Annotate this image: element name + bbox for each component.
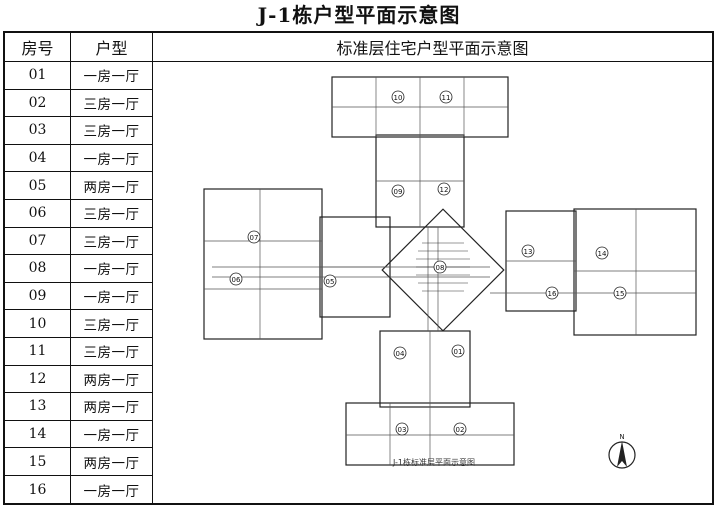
room-number-cell: 10 [5,310,70,338]
room-number-cell: 15 [5,448,70,476]
room-number-cell: 01 [5,62,70,90]
unit-number-label: 14 [598,250,607,258]
unit-number-label: 06 [232,276,241,284]
plan-caption: J-1栋标准层平面示意图 [392,457,475,467]
room-number-cell: 07 [5,228,70,256]
room-number-cell: 05 [5,172,70,200]
unit-marker [545,286,559,300]
unit-marker [521,244,535,258]
unit-labels: 10 11 09 12 07 06 05 13 14 16 15 04 01 03 02 08 [229,90,627,436]
unit-type-cell: 一房一厅 [71,421,152,449]
stair-core [416,242,470,292]
unit-number-label: 07 [250,234,259,242]
floor-plan-header: 标准层住宅户型平面示意图 [153,33,712,62]
unit-type-cell: 两房一厅 [71,393,152,421]
unit-type-cell: 三房一厅 [71,228,152,256]
unit-type-cell: 三房一厅 [71,200,152,228]
unit-type-cell: 三房一厅 [71,310,152,338]
unit-marker [323,274,337,288]
unit-marker [453,422,467,436]
unit-number-label: 05 [326,278,335,286]
unit-marker [229,272,243,286]
room-number-cell: 06 [5,200,70,228]
unit-number-label: 01 [454,348,463,356]
page-title: J-1栋户型平面示意图 [257,3,461,27]
unit-number-label: 11 [442,94,451,102]
unit-number-label: 15 [616,290,625,298]
unit-type-cell: 一房一厅 [71,62,152,90]
unit-type-cell: 两房一厅 [71,448,152,476]
unit-marker [613,286,627,300]
unit-number-label: 09 [394,188,403,196]
floor-plan-svg: 10 11 09 12 07 06 05 13 14 16 15 04 01 03 02 08 J-1栋标准层… [203,76,697,469]
unit-number-label: 04 [396,350,405,358]
unit-type-cell: 三房一厅 [71,117,152,145]
unit-marker [391,184,405,198]
floor-plan-drawing: 10 11 09 12 07 06 05 13 14 16 15 04 01 03 02 08 J-1栋标准层… [150,31,707,472]
unit-marker [247,230,261,244]
unit-type-cell: 一房一厅 [71,255,152,283]
unit-number-label: 12 [440,186,449,194]
unit-type-cell: 三房一厅 [71,338,152,366]
unit-type-cell: 三房一厅 [71,90,152,118]
unit-number-label: 08 [436,264,445,272]
room-number-cell: 13 [5,393,70,421]
room-number-cell: 08 [5,255,70,283]
north-arrow-label: N [619,433,624,441]
unit-number-label: 16 [548,290,557,298]
room-number-header: 房号 [5,33,70,62]
room-number-cell: 03 [5,117,70,145]
unit-marker [595,246,609,260]
unit-marker [451,344,465,358]
unit-marker [391,90,405,104]
unit-type-cell: 一房一厅 [71,283,152,311]
room-number-cell: 11 [5,338,70,366]
unit-marker [393,346,407,360]
room-number-cell: 04 [5,145,70,173]
unit-number-label: 10 [394,94,403,102]
unit-marker [439,90,453,104]
unit-type-header: 户型 [71,33,152,62]
unit-number-label: 13 [524,248,533,256]
unit-number-label: 03 [398,426,407,434]
unit-type-column: 户型 一房一厅三房一厅三房一厅一房一厅两房一厅三房一厅三房一厅一房一厅一房一厅三… [71,33,153,503]
unit-marker [437,182,451,196]
north-arrow-needle [617,441,627,467]
room-number-cell: 09 [5,283,70,311]
room-number-cell: 16 [28,481,47,498]
room-number-cell: 02 [5,90,70,118]
room-number-cell: 12 [5,366,70,394]
unit-marker [395,422,409,436]
north-arrow: N [608,433,636,469]
unit-type-cell: 一房一厅 [71,145,152,173]
unit-marker [433,260,447,274]
unit-type-cell: 两房一厅 [71,172,152,200]
interior-walls [204,77,696,465]
unit-type-cell: 两房一厅 [71,366,152,394]
room-number-cell: 14 [5,421,70,449]
unit-number-label: 02 [456,426,465,434]
unit-type-cell: 一房一厅 [83,483,140,500]
